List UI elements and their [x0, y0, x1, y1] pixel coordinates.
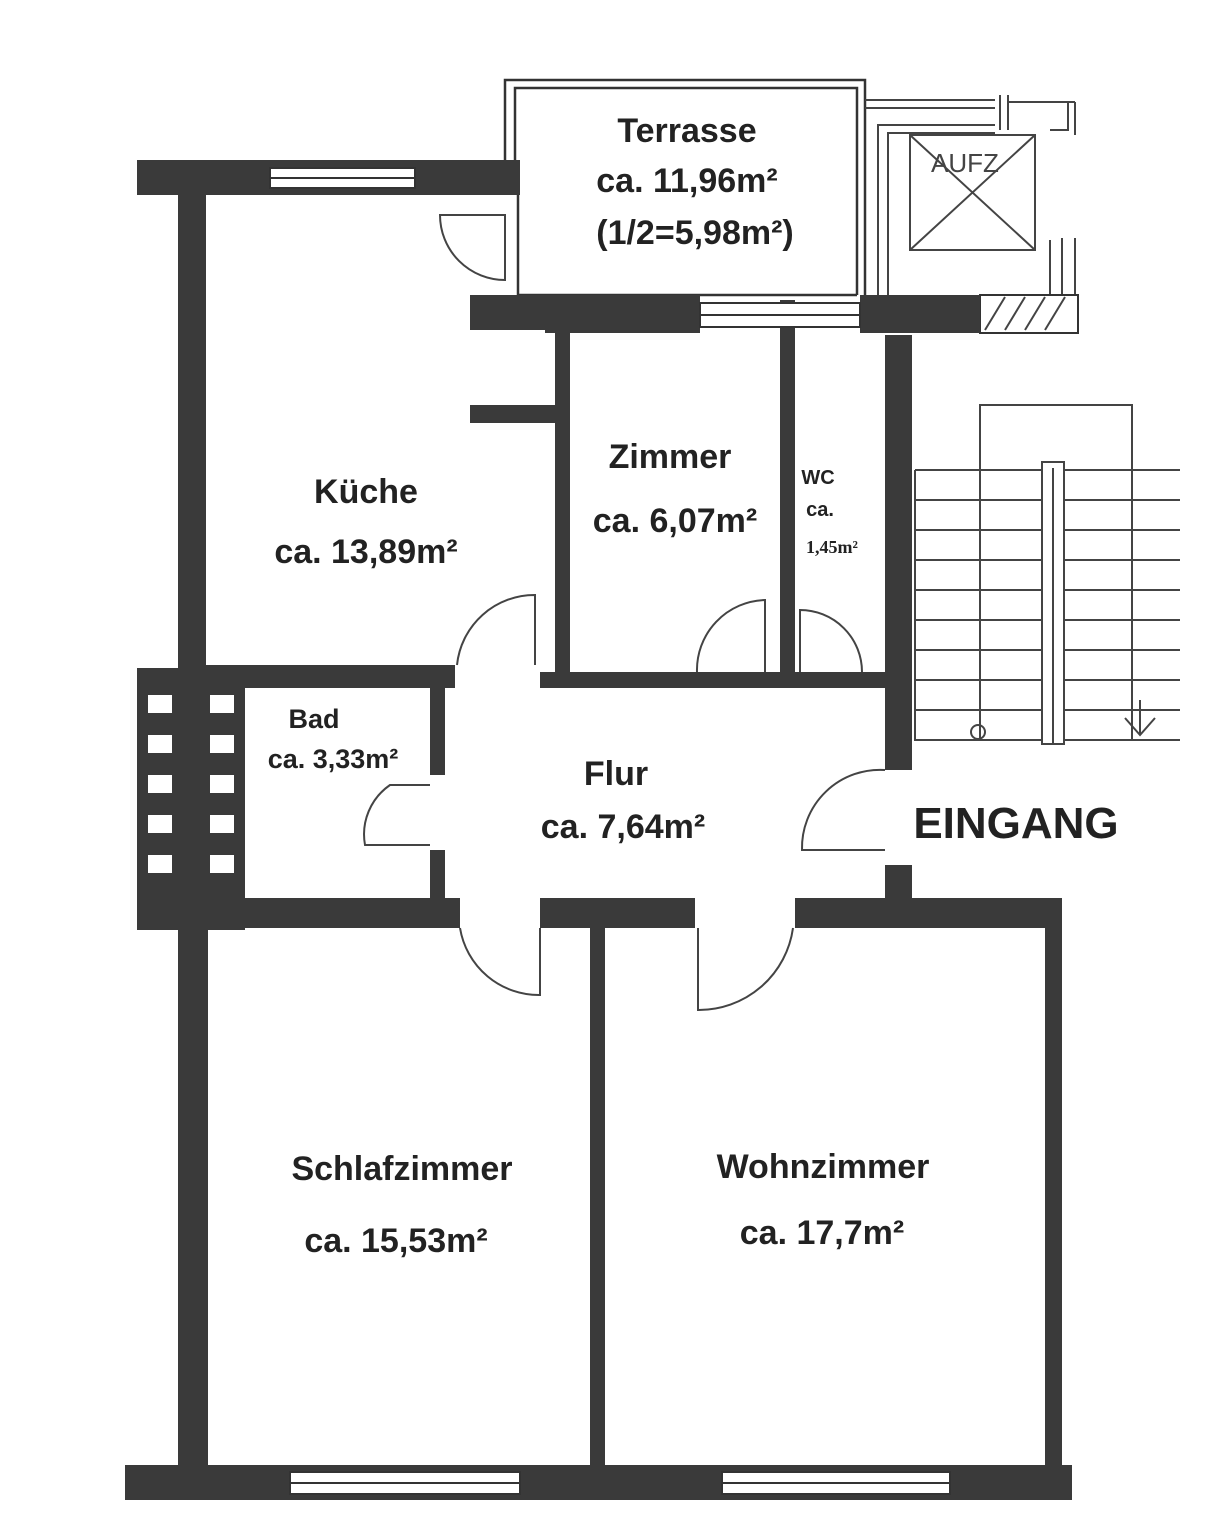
- wc-ca: ca.: [806, 499, 834, 521]
- bedroom-area: ca. 15,53m²: [304, 1222, 487, 1260]
- terrace-area: ca. 11,96m²: [596, 162, 777, 200]
- terrace-note: (1/2=5,98m²): [596, 214, 794, 252]
- hall-area: ca. 7,64m²: [541, 808, 705, 846]
- shaft-blocks: [148, 695, 234, 873]
- staircase: [914, 404, 1180, 745]
- wc-name: WC: [801, 467, 834, 489]
- living-room-area: ca. 17,7m²: [740, 1214, 904, 1252]
- bath-name: Bad: [288, 704, 339, 734]
- elevator-label: AUFZ: [931, 148, 999, 178]
- kitchen-area: ca. 13,89m²: [274, 533, 457, 571]
- wc-area: 1,45m²: [806, 537, 858, 557]
- living-room-name: Wohnzimmer: [717, 1148, 930, 1186]
- doors: [363, 214, 886, 1012]
- kitchen-name: Küche: [314, 473, 418, 511]
- terrace-name: Terrasse: [617, 112, 756, 150]
- bath-area: ca. 3,33m²: [268, 744, 399, 774]
- room-name: Zimmer: [609, 438, 732, 476]
- bedroom-name: Schlafzimmer: [291, 1150, 512, 1188]
- hall-name: Flur: [584, 755, 648, 793]
- windows: [269, 167, 951, 1495]
- room-area: ca. 6,07m²: [593, 502, 757, 540]
- elevator-shaft: AUFZ: [865, 95, 1079, 334]
- entrance-label: EINGANG: [913, 799, 1118, 848]
